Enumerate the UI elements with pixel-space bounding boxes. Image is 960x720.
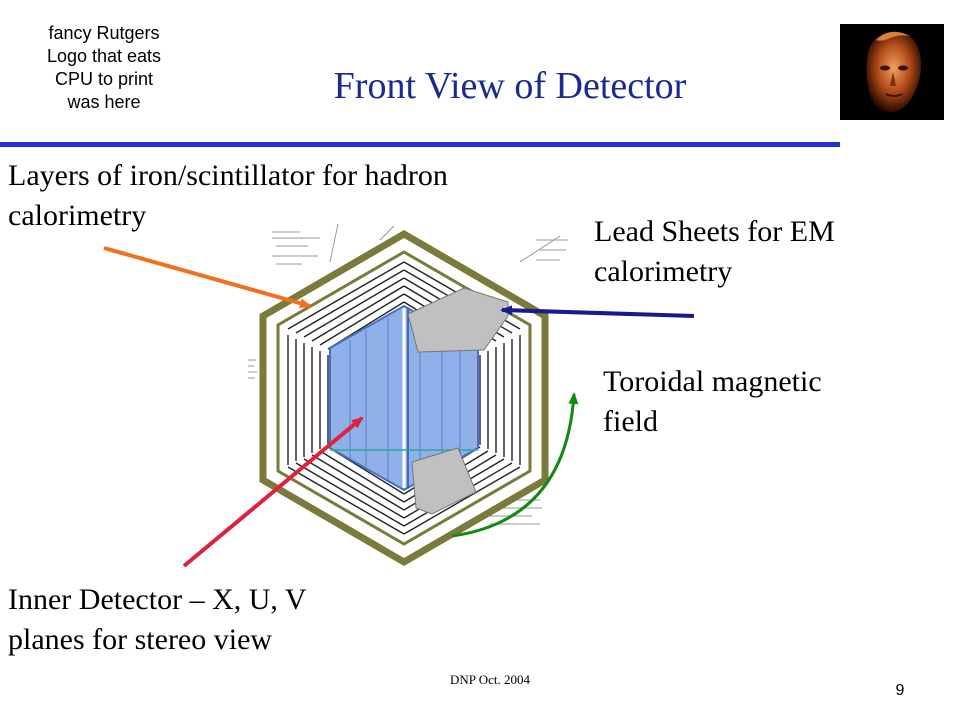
slide-title: Front View of Detector <box>333 65 687 107</box>
arrow-layers <box>103 246 312 309</box>
label-line: Layers of iron/scintillator for hadron <box>8 159 448 192</box>
logo-line: fancy Rutgers <box>48 23 160 43</box>
label-line: Lead Sheets for EM <box>594 215 835 248</box>
logo-placeholder-text: fancy Rutgers Logo that eats CPU to prin… <box>14 22 194 114</box>
label-lead-sheets: Lead Sheets for EM calorimetry <box>594 212 934 292</box>
lead-sheet-lower <box>411 447 477 515</box>
portrait-image <box>840 24 944 120</box>
label-line: field <box>603 405 658 438</box>
logo-line: CPU to print <box>54 69 154 89</box>
title-underline <box>0 142 840 147</box>
logo-line: was here <box>67 92 141 112</box>
logo-line: Logo that eats <box>46 46 162 66</box>
slide-footer: DNP Oct. 2004 <box>449 672 531 687</box>
label-layers: Layers of iron/scintillator for hadron c… <box>8 156 568 236</box>
arrow-inner <box>182 416 364 568</box>
label-line: Inner Detector – X, U, V <box>8 583 307 616</box>
label-line: planes for stereo view <box>8 623 273 656</box>
label-line: calorimetry <box>594 255 733 288</box>
label-inner-detector: Inner Detector – X, U, V planes for ster… <box>8 580 428 660</box>
label-toroidal-field: Toroidal magnetic field <box>603 362 903 442</box>
arrow-toroid <box>451 392 579 538</box>
arrow-lead <box>500 305 695 318</box>
bust-icon <box>840 24 944 120</box>
label-line: Toroidal magnetic <box>603 365 822 398</box>
page-number: 9 <box>895 682 905 699</box>
label-line: calorimetry <box>8 199 147 232</box>
lead-sheet-upper <box>407 287 509 353</box>
inner-hexagon-frame <box>276 250 532 546</box>
